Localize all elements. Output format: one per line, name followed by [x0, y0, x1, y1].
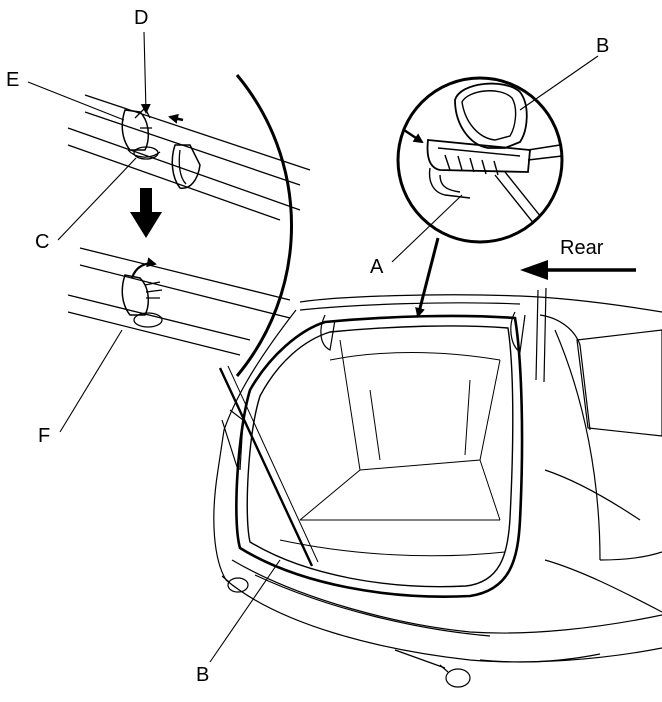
callout-label-b-top: B [596, 35, 610, 57]
leader-lines [27, 31, 599, 663]
weatherstrip-seal [235, 287, 547, 598]
rear-direction-label: Rear [560, 237, 604, 259]
down-arrow-icon [130, 188, 162, 238]
section-pointer-arrow [415, 237, 440, 318]
section-detail-circle [396, 76, 564, 244]
seal-cross-section [403, 82, 562, 226]
car-body [213, 294, 662, 688]
callout-label-d: D [134, 7, 149, 29]
callout-label-b-bottom: B [196, 664, 210, 686]
detail-pointer-line [218, 367, 314, 567]
callout-label-f: F [38, 425, 51, 447]
callout-label-e: E [6, 69, 20, 91]
clip-detail [67, 94, 311, 356]
callout-label-a: A [370, 256, 384, 278]
callout-label-c: C [35, 231, 50, 253]
cargo-interior [279, 339, 506, 557]
detail-circle-outline [235, 74, 294, 377]
